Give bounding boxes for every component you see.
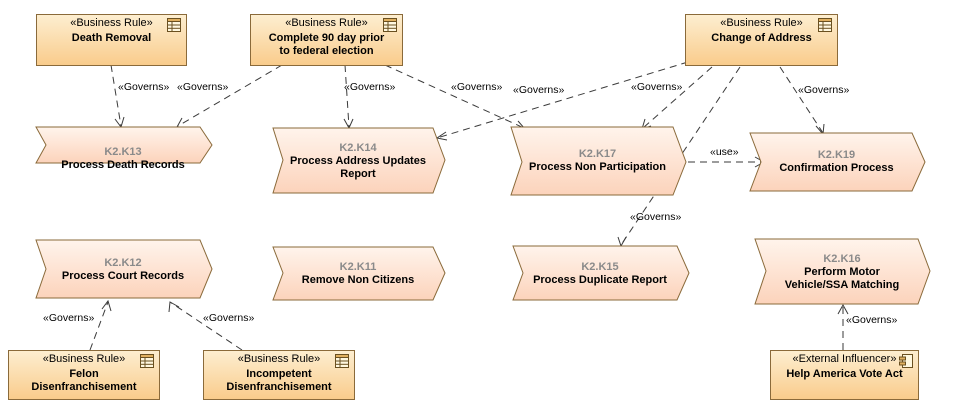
rule-name: to federal election	[279, 45, 374, 57]
stereotype-label: «Business Rule»	[720, 17, 803, 29]
business-rule-death-removal[interactable]: «Business Rule» Death Removal	[36, 14, 187, 66]
stereotype-label: «Business Rule»	[42, 353, 126, 365]
rule-name: Death Removal	[71, 32, 152, 44]
edge-complete90-to-k13	[177, 64, 283, 127]
edge-label: «Governs»	[846, 314, 898, 326]
edge-complete90-to-k14	[344, 64, 350, 128]
stereotype-label: «Business Rule»	[285, 17, 368, 29]
rule-name: Disenfranchisement	[31, 381, 137, 393]
rule-name: Disenfranchisement	[226, 381, 332, 393]
stereotype-label: «Business Rule»	[237, 353, 321, 365]
external-influencer-hava[interactable]: «External Influencer» Help America Vote …	[770, 350, 919, 400]
stereotype-label: «External Influencer»	[792, 353, 897, 365]
process-k13-shape[interactable]	[35, 126, 213, 164]
process-k16-shape[interactable]	[754, 238, 931, 305]
edge-label: «Governs»	[513, 84, 565, 96]
process-k17-shape[interactable]	[510, 126, 687, 196]
component-icon	[899, 354, 913, 368]
process-k11-shape[interactable]	[272, 246, 446, 301]
edge-change-address-to-k19	[779, 66, 824, 134]
edge-change-address-to-k14	[436, 61, 689, 139]
edge-death-removal-to-k13	[110, 64, 122, 127]
rule-name: Felon	[69, 368, 99, 380]
process-k14-shape[interactable]	[272, 127, 446, 194]
edge-label: «Governs»	[344, 81, 396, 93]
arrowhead-k13-b	[176, 117, 187, 128]
table-icon	[818, 18, 832, 32]
business-rule-complete-90-day[interactable]: «Business Rule» Complete 90 day prior to…	[250, 14, 403, 66]
arrowhead-k16	[837, 303, 849, 315]
arrowhead-k12-a	[101, 299, 112, 312]
table-icon	[140, 354, 154, 368]
process-k12-shape[interactable]	[35, 239, 213, 299]
edge-label: «Governs»	[177, 81, 229, 93]
rule-name: Complete 90 day prior	[268, 32, 385, 44]
edge-change-address-to-k17	[642, 66, 713, 129]
edge-label: «Governs»	[451, 81, 503, 93]
rule-name: Incompetent	[246, 368, 312, 380]
business-rule-change-of-address[interactable]: «Business Rule» Change of Address	[685, 14, 838, 66]
edge-label: «Governs»	[631, 81, 683, 93]
arrowhead-k14-a	[343, 118, 354, 130]
edge-felon-to-k12	[89, 301, 109, 351]
edge-label: «Governs»	[43, 312, 95, 324]
arrowhead-k12-b	[168, 301, 180, 313]
stereotype-label: «Business Rule»	[70, 17, 153, 29]
edge-complete90-to-k17	[384, 64, 525, 129]
edge-label: «Governs»	[118, 81, 170, 93]
rule-name: Change of Address	[711, 32, 812, 44]
table-icon	[383, 18, 397, 32]
influencer-name: Help America Vote Act	[786, 368, 903, 380]
edge-incompetent-to-k12	[169, 301, 243, 351]
arrowhead-k15	[617, 236, 627, 248]
business-rule-incompetent[interactable]: «Business Rule» Incompetent Disenfranchi…	[203, 350, 355, 400]
edge-label: «use»	[710, 146, 739, 158]
business-rule-felon[interactable]: «Business Rule» Felon Disenfranchisement	[8, 350, 160, 400]
edge-label: «Governs»	[203, 312, 255, 324]
edge-label: «Governs»	[630, 211, 682, 223]
edge-label: «Governs»	[798, 84, 850, 96]
table-icon	[335, 354, 349, 368]
table-icon	[167, 18, 181, 32]
process-k19-shape[interactable]	[749, 132, 926, 192]
process-k15-shape[interactable]	[512, 245, 690, 301]
